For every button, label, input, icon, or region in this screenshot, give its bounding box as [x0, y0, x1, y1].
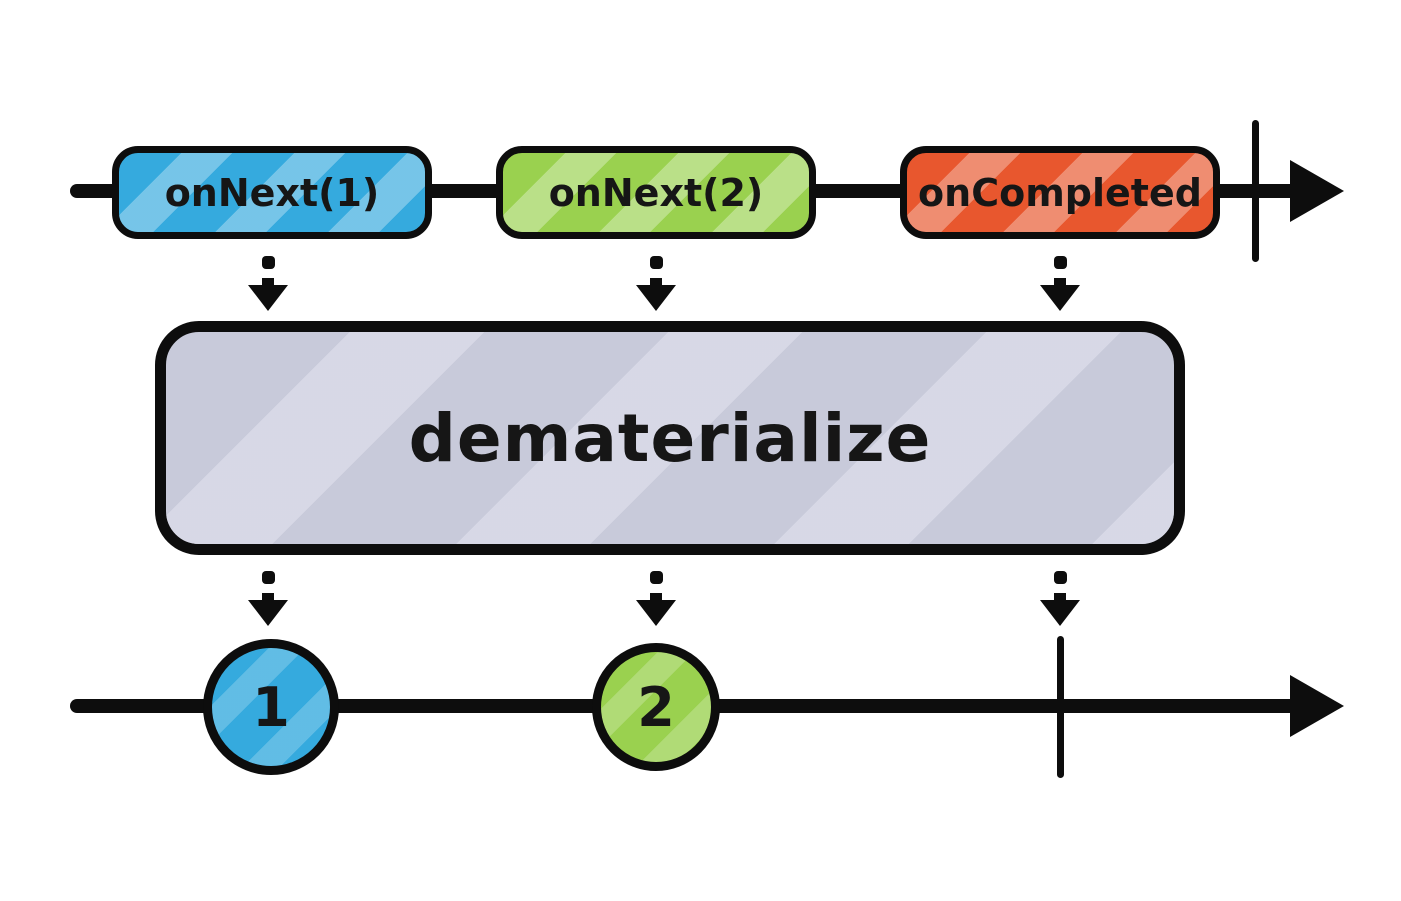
arrow-stem — [650, 278, 662, 285]
output-timeline-arrowhead-icon — [1290, 675, 1344, 737]
arrow-head — [636, 285, 676, 311]
arrow-head — [1040, 600, 1080, 626]
arrow-head — [248, 600, 288, 626]
marble-value-2: 2 — [592, 643, 720, 771]
arrow-dot — [1053, 256, 1067, 269]
dotted-down-arrow-icon — [1037, 256, 1083, 311]
arrow-stem — [262, 278, 274, 285]
output-complete-tick — [1057, 636, 1064, 778]
arrow-head — [1040, 285, 1080, 311]
arrow-dot — [649, 571, 663, 584]
notification-onnext-1: onNext(1) — [112, 146, 432, 239]
operator-box: dematerialize — [155, 321, 1185, 555]
source-timeline-arrowhead-icon — [1290, 160, 1344, 222]
notification-oncompleted: onCompleted — [900, 146, 1220, 239]
arrow-head — [248, 285, 288, 311]
dotted-down-arrow-icon — [1037, 571, 1083, 626]
operator-label: dematerialize — [408, 399, 932, 477]
arrow-dot — [649, 256, 663, 269]
arrow-stem — [262, 593, 274, 600]
dotted-down-arrow-icon — [245, 571, 291, 626]
arrow-stem — [650, 593, 662, 600]
notification-onnext-2: onNext(2) — [496, 146, 816, 239]
notification-onnext-1-label: onNext(1) — [164, 170, 380, 215]
arrow-dot — [261, 571, 275, 584]
marble-value-1: 1 — [203, 639, 339, 775]
dotted-down-arrow-icon — [633, 571, 679, 626]
arrow-dot — [261, 256, 275, 269]
notification-oncompleted-label: onCompleted — [918, 170, 1202, 215]
dotted-down-arrow-icon — [633, 256, 679, 311]
arrow-head — [636, 600, 676, 626]
marble-value-1-label: 1 — [252, 675, 290, 739]
notification-onnext-2-label: onNext(2) — [548, 170, 764, 215]
arrow-stem — [1054, 278, 1066, 285]
arrow-dot — [1053, 571, 1067, 584]
source-complete-tick — [1252, 120, 1259, 262]
arrow-stem — [1054, 593, 1066, 600]
dotted-down-arrow-icon — [245, 256, 291, 311]
marble-value-2-label: 2 — [637, 675, 675, 739]
